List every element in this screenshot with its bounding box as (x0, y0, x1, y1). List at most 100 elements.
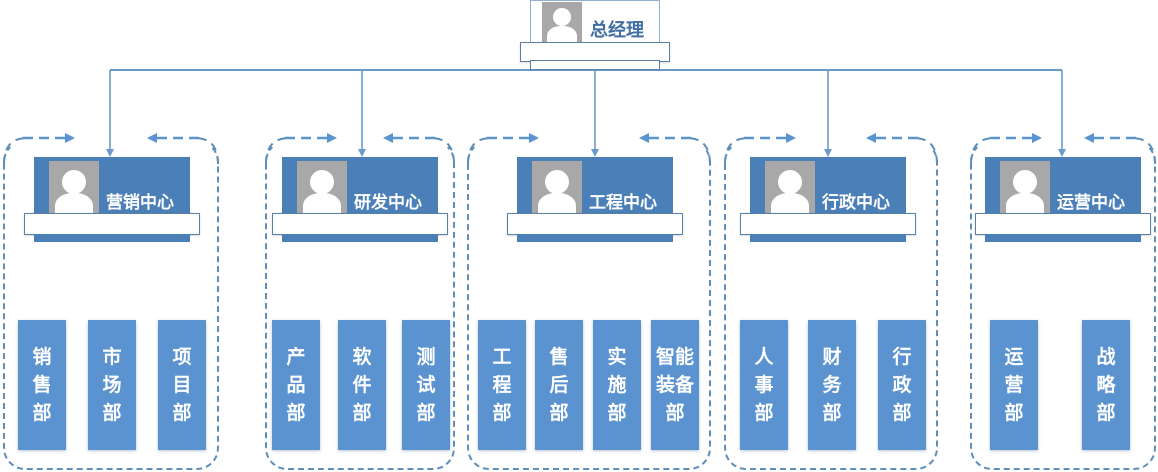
department-box[interactable]: 行政部 (878, 320, 926, 450)
department-label-line: 销 (32, 346, 52, 368)
department-label-line: 施 (607, 374, 627, 396)
root-ribbon (520, 42, 670, 62)
department-box[interactable]: 财务部 (808, 320, 856, 450)
card-ribbon-back (517, 234, 673, 242)
department-label-line: 行 (892, 346, 912, 368)
department-label: 人事部 (754, 343, 773, 427)
department-box[interactable]: 运营部 (990, 320, 1038, 450)
center-card-1[interactable]: 营销中心 (24, 157, 200, 247)
center-group-4 (724, 140, 938, 470)
department-label: 战略部 (1096, 343, 1115, 427)
department-label-line: 部 (754, 402, 774, 424)
department-label-line: 部 (286, 402, 306, 424)
department-box[interactable]: 项目部 (158, 320, 206, 450)
department-box[interactable]: 实施部 (593, 320, 641, 450)
card-ribbon (507, 213, 683, 235)
department-label-line: 部 (416, 402, 436, 424)
center-name: 研发中心 (354, 193, 422, 213)
department-label-line: 软 (352, 346, 372, 368)
department-label-line: 营 (1004, 374, 1024, 396)
department-label-line: 部 (607, 402, 627, 424)
card-ribbon (740, 213, 916, 235)
department-label-line: 人 (754, 346, 774, 368)
department-label-line: 部 (352, 402, 372, 424)
center-card-2[interactable]: 研发中心 (272, 157, 448, 247)
department-label: 测试部 (416, 343, 435, 427)
person-avatar-icon (49, 161, 99, 213)
center-name: 运营中心 (1057, 193, 1125, 213)
department-label-line: 装备 (655, 374, 694, 396)
department-label-line: 部 (1004, 402, 1024, 424)
department-box[interactable]: 战略部 (1082, 320, 1130, 450)
root-ribbon-lower (530, 60, 660, 70)
department-label-line: 智能 (655, 346, 694, 368)
department-label-line: 工 (492, 346, 512, 368)
department-label-line: 事 (754, 374, 774, 396)
department-label-line: 部 (892, 402, 912, 424)
person-avatar-icon (297, 161, 347, 213)
department-label: 项目部 (172, 343, 191, 427)
card-ribbon (24, 213, 200, 235)
center-card-3[interactable]: 工程中心 (507, 157, 683, 247)
department-label: 智能装备部 (656, 343, 694, 427)
department-box[interactable]: 产品部 (272, 320, 320, 450)
person-avatar-icon (1000, 161, 1050, 213)
department-label: 售后部 (549, 343, 568, 427)
department-label-line: 部 (549, 402, 569, 424)
center-name: 营销中心 (106, 193, 174, 213)
department-label: 实施部 (607, 343, 626, 427)
card-ribbon-back (34, 234, 190, 242)
department-label: 运营部 (1004, 343, 1023, 427)
department-label-line: 市 (102, 346, 122, 368)
person-avatar-icon (532, 161, 582, 213)
department-label: 软件部 (352, 343, 371, 427)
department-box[interactable]: 售后部 (535, 320, 583, 450)
card-ribbon (975, 213, 1151, 235)
department-label: 财务部 (822, 343, 841, 427)
department-label: 行政部 (892, 343, 911, 427)
department-label-line: 务 (822, 374, 842, 396)
center-group-2 (265, 140, 455, 470)
department-label-line: 部 (102, 402, 122, 424)
department-box[interactable]: 人事部 (740, 320, 788, 450)
department-label-line: 目 (172, 374, 192, 396)
root-name: 总经理 (590, 20, 644, 41)
center-name: 行政中心 (822, 193, 890, 213)
department-box[interactable]: 市场部 (88, 320, 136, 450)
center-name: 工程中心 (589, 193, 657, 213)
card-ribbon-back (750, 234, 906, 242)
department-label-line: 部 (172, 402, 192, 424)
department-label: 产品部 (286, 343, 305, 427)
department-label-line: 品 (286, 374, 306, 396)
person-avatar-icon (765, 161, 815, 213)
department-box[interactable]: 测试部 (402, 320, 450, 450)
center-group-1 (3, 140, 219, 470)
department-label-line: 运 (1004, 346, 1024, 368)
department-label-line: 项 (172, 346, 192, 368)
card-ribbon-back (282, 234, 438, 242)
person-avatar-icon (542, 2, 582, 42)
department-box[interactable]: 工程部 (478, 320, 526, 450)
center-card-4[interactable]: 行政中心 (740, 157, 916, 247)
department-label-line: 程 (492, 374, 512, 396)
department-label-line: 政 (892, 374, 912, 396)
department-label-line: 部 (665, 402, 685, 424)
department-label-line: 战 (1096, 346, 1116, 368)
department-label-line: 部 (1096, 402, 1116, 424)
department-label-line: 部 (822, 402, 842, 424)
department-label-line: 售 (549, 346, 569, 368)
department-label-line: 测 (416, 346, 436, 368)
card-ribbon-back (985, 234, 1141, 242)
center-group-5 (970, 140, 1156, 470)
department-label: 工程部 (492, 343, 511, 427)
department-box[interactable]: 软件部 (338, 320, 386, 450)
department-box[interactable]: 智能装备部 (651, 320, 699, 450)
department-label: 市场部 (102, 343, 121, 427)
department-label-line: 件 (352, 374, 372, 396)
root-card[interactable]: 总经理 (518, 0, 672, 70)
department-box[interactable]: 销售部 (18, 320, 66, 450)
department-label-line: 略 (1096, 374, 1116, 396)
center-card-5[interactable]: 运营中心 (975, 157, 1151, 247)
department-label-line: 部 (492, 402, 512, 424)
